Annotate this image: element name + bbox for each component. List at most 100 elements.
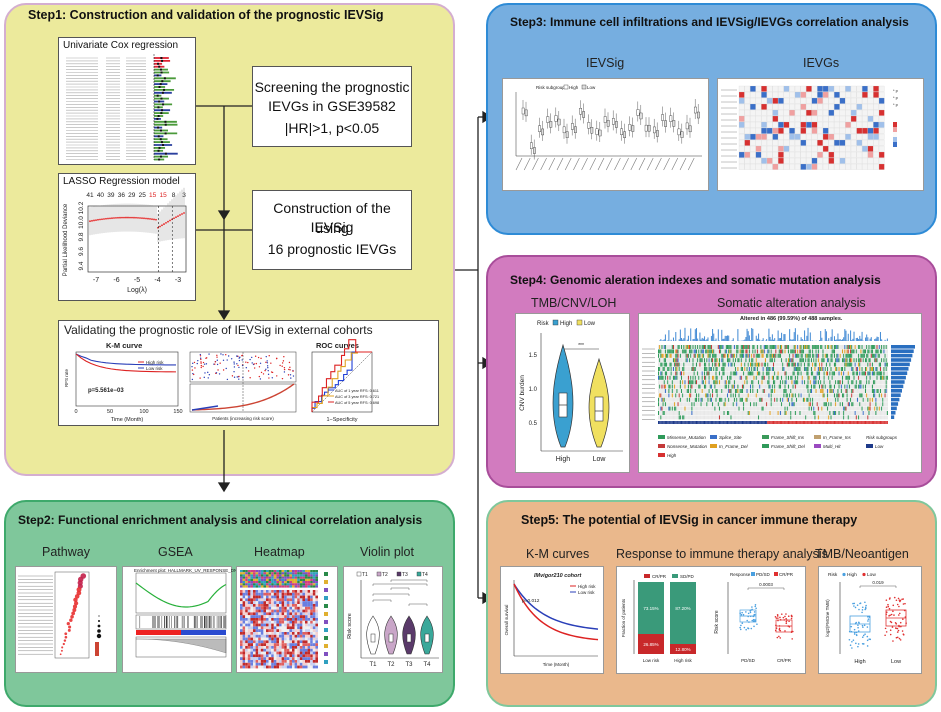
onco-cell [774, 389, 776, 393]
corr-cell [834, 133, 840, 140]
onco-cell [787, 362, 789, 367]
onco-cell [684, 389, 686, 393]
onco-cell [722, 353, 724, 358]
onco-cell [697, 353, 699, 358]
onco-cell [775, 353, 777, 358]
corr-cell [822, 163, 829, 170]
onco-cell [832, 362, 834, 367]
corr-cell [772, 127, 779, 134]
onco-cell [676, 358, 678, 363]
onco-cell [784, 362, 786, 367]
onco-cell [793, 345, 795, 349]
onco-cell [829, 375, 831, 380]
heatmap-annotation-cell [276, 578, 279, 581]
heatmap-cell [253, 626, 256, 630]
onco-cell [710, 371, 712, 376]
onco-cell [852, 384, 854, 389]
onco-cell [684, 362, 686, 367]
onco-cell [782, 358, 784, 363]
onco-cell [793, 349, 795, 354]
onco-cell [699, 375, 701, 380]
onco-tmb-bar [856, 337, 858, 341]
risk-scatter-point [251, 362, 253, 364]
onco-cell [755, 349, 757, 354]
onco-cell [715, 367, 717, 371]
heatmap-cell [279, 632, 282, 635]
heatmap-cell [240, 629, 243, 632]
onco-cell [853, 345, 855, 349]
onco-cell [710, 349, 712, 354]
corr-cell [761, 151, 767, 158]
onco-cell [838, 367, 840, 371]
heatmap-cell [302, 598, 305, 602]
heatmap-cell [302, 657, 305, 660]
onco-cell [675, 397, 677, 402]
onco-cell [784, 393, 786, 398]
onco-tmb-bar [851, 340, 853, 341]
onco-cell [840, 371, 842, 376]
heatmap-annotation-cell [292, 572, 295, 575]
onco-cell [716, 375, 718, 380]
heatmap-cell [292, 604, 295, 607]
corr-cell [800, 121, 807, 128]
onco-cell [722, 380, 724, 385]
onco-cell [704, 371, 706, 376]
corr-cell [856, 145, 863, 152]
heatmap-cell [260, 592, 264, 596]
onco-cell [663, 345, 665, 349]
heatmap-cell [292, 651, 295, 655]
corr-cell [794, 127, 801, 134]
pathway-frame [54, 571, 90, 659]
onco-cell [721, 397, 723, 402]
onco-cell [876, 345, 878, 349]
onco-cell [770, 384, 772, 389]
onco-cell [671, 380, 673, 385]
onco-cell [878, 380, 880, 385]
onco-cell [675, 375, 677, 380]
onco-cell [865, 349, 867, 354]
onco-cell [860, 384, 862, 389]
heatmap-cell [294, 606, 298, 610]
corr-cell [755, 139, 762, 146]
onco-cell [848, 375, 850, 380]
corr-cell [811, 151, 818, 158]
onco-cell [663, 358, 665, 363]
onco-cell [869, 349, 871, 354]
onco-cell [730, 397, 732, 402]
corr-cell [822, 91, 829, 98]
heatmap-cell [250, 606, 253, 610]
onco-cell [815, 375, 817, 380]
onco-tmb-bar [865, 337, 867, 341]
onco-cell [831, 367, 833, 371]
onco-cell [675, 384, 677, 389]
corr-cell [755, 163, 762, 170]
onco-cell [866, 384, 868, 389]
heatmap-cell [279, 626, 282, 630]
onco-cell [751, 375, 753, 380]
onco-cell [868, 358, 870, 363]
onco-cell [848, 380, 850, 385]
onco-cell [731, 367, 733, 371]
onco-cell [761, 358, 763, 363]
onco-cell [709, 389, 711, 393]
onco-cell [666, 353, 668, 358]
heatmap-cell [310, 634, 313, 638]
onco-cell [793, 389, 795, 393]
risk-scatter-point [199, 357, 202, 359]
onco-cell [808, 358, 810, 363]
onco-cell [805, 384, 807, 389]
onco-cell [659, 358, 661, 363]
onco-cell [858, 367, 860, 371]
onco-cell [689, 389, 691, 393]
onco-cell [731, 371, 733, 376]
onco-cell [695, 345, 697, 349]
onco-cell [814, 349, 816, 354]
onco-cell [825, 349, 827, 354]
heatmap-cell [279, 623, 282, 627]
onco-cell [868, 353, 870, 358]
heatmap-cell [263, 590, 266, 593]
heatmap-cell [245, 604, 248, 607]
onco-cell [773, 345, 775, 349]
heatmap-cell [273, 606, 277, 610]
onco-cell [789, 358, 791, 363]
